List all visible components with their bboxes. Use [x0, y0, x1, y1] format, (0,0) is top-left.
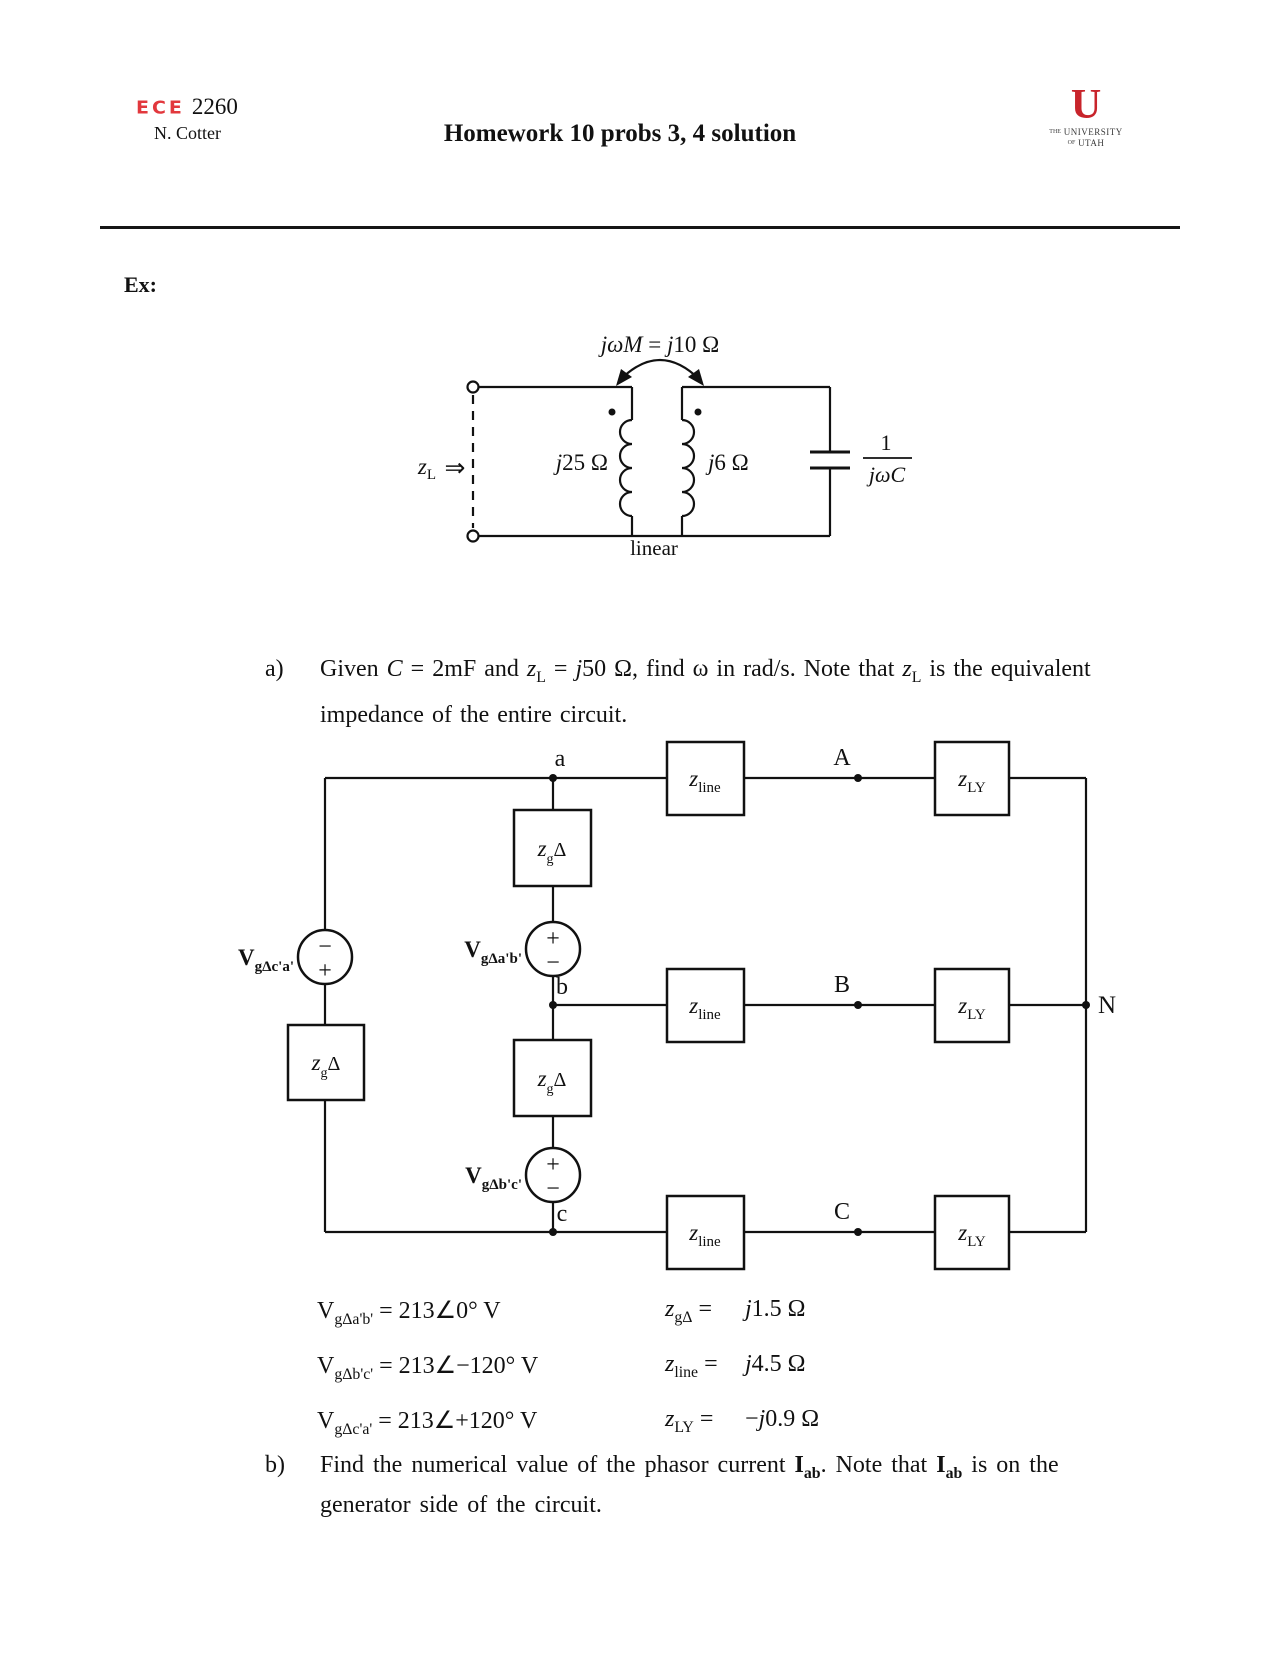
zgdelta-label-left: zgΔ [311, 1050, 341, 1081]
capacitor-impedance-numerator: 1 [881, 430, 892, 455]
part-b-label: b) [265, 1452, 285, 1478]
right-inductor-coil [681, 418, 696, 518]
voltage-equation-bc: VgΔb'c' = 213∠−120° V [317, 1353, 539, 1383]
zline-box-phase-c [665, 1194, 746, 1271]
arc-arrowhead-right [688, 369, 704, 386]
node-label-B: B [834, 972, 850, 998]
zly-label-a: zLY [957, 766, 986, 796]
zgdelta-box-left [286, 1023, 366, 1102]
impedance-arrow-icon: ⇒ [445, 455, 466, 482]
equivalent-impedance-label: zL [417, 454, 436, 483]
voltage-source-ca [296, 928, 354, 986]
source-label-ca: VgΔc'a' [238, 945, 294, 975]
source-label-bc: VgΔb'c' [465, 1163, 522, 1193]
course-header: ECE 2260 N. Cotter [136, 94, 238, 144]
zgdelta-box-mid-bottom [512, 1038, 593, 1118]
voltage-equation-ab: VgΔa'b' = 213∠0° V [317, 1298, 501, 1328]
zline-box-phase-b [665, 967, 746, 1044]
node-label-b: b [556, 974, 568, 1000]
circuit-wires [323, 776, 1088, 1234]
node-label-A: A [833, 745, 851, 771]
impedance-equation-zline: zline =j4.5 Ω [665, 1351, 806, 1381]
zly-box-phase-c [933, 1194, 1011, 1271]
plus-sign-source-ca: + [318, 958, 332, 984]
node-label-c: c [557, 1201, 568, 1227]
node-dot-c [549, 1228, 557, 1236]
capacitor-plates [810, 450, 850, 470]
impedance-equation-zly: zLY =−j0.9 Ω [665, 1406, 820, 1436]
node-dot-b [549, 1001, 557, 1009]
node-label-N: N [1098, 992, 1116, 1019]
arc-arrowhead-left [616, 369, 632, 386]
left-polarity-dot [608, 408, 616, 416]
zline-label-c: zline [688, 1220, 721, 1250]
minus-sign-source-ab: − [546, 950, 560, 976]
page-title: Homework 10 probs 3, 4 solution [443, 120, 797, 147]
right-polarity-dot [694, 408, 702, 416]
mutual-impedance-label: jωM = j10 Ω [598, 332, 720, 357]
zly-box-phase-a [933, 740, 1011, 817]
voltage-source-ab [524, 920, 582, 978]
zline-label-b: zline [688, 993, 721, 1023]
node-dot-A [854, 774, 862, 782]
minus-sign-source-bc: − [546, 1176, 560, 1202]
part-a-text: a) Given C = 2mF and zL = j50 Ω, find ω … [265, 646, 1115, 738]
voltage-source-bc [524, 1146, 582, 1204]
zgdelta-box-mid-top [512, 808, 593, 888]
university-logo-line1: THE UNIVERSITY [1049, 126, 1123, 137]
impedance-equation-zgdelta: zgΔ =j1.5 Ω [665, 1296, 806, 1326]
source-label-ab: VgΔa'b' [464, 937, 522, 967]
zly-label-b: zLY [957, 993, 986, 1023]
zly-label-c: zLY [957, 1220, 986, 1250]
circuit-marks [608, 369, 704, 416]
zgdelta-label-mid-top: zgΔ [537, 836, 567, 867]
three-phase-circuit-figure: a A b B N c C zline zline zline zLY zLY … [238, 740, 1116, 1271]
zgdelta-label-mid-bottom: zgΔ [537, 1066, 567, 1097]
author-name: N. Cotter [154, 123, 221, 143]
mutual-coupling-arc [619, 359, 701, 381]
node-dot-a [549, 774, 557, 782]
university-logo-line2: OF UTAH [1067, 137, 1105, 148]
zline-label-a: zline [688, 766, 721, 796]
ece-dept-logo: ECE [136, 97, 185, 119]
node-dot-B [854, 1001, 862, 1009]
node-dot-C [854, 1228, 862, 1236]
left-coil-impedance-label: j25 Ω [553, 450, 608, 475]
plus-sign-source-bc: + [546, 1152, 560, 1178]
impedance-boxes [286, 740, 1011, 1271]
node-label-a: a [555, 746, 566, 772]
top-terminal [466, 380, 480, 394]
transformer-circuit-figure: jωM = j10 Ω zL ⇒ j25 Ω j6 Ω 1 jωC linear [417, 332, 912, 560]
node-dots [549, 774, 1090, 1236]
voltage-equation-ca: VgΔc'a' = 213∠+120° V [317, 1408, 538, 1438]
right-coil-impedance-label: j6 Ω [705, 450, 749, 475]
example-label: Ex: [124, 272, 157, 297]
part-a-label: a) [265, 656, 284, 682]
node-dot-N [1082, 1001, 1090, 1009]
zline-box-phase-a [665, 740, 746, 817]
capacitor-impedance-denominator: jωC [866, 462, 906, 487]
plus-sign-source-ab: + [546, 926, 560, 952]
university-logo: U THE UNIVERSITY OF UTAH [1030, 82, 1142, 148]
u-logo-mark: U [1070, 82, 1102, 128]
zly-box-phase-b [933, 967, 1011, 1044]
left-inductor-coil [618, 418, 633, 518]
course-number: 2260 [191, 94, 238, 119]
node-label-C: C [834, 1199, 850, 1225]
minus-sign-source-ca: − [318, 934, 332, 960]
header-divider [100, 226, 1180, 229]
transformer-caption: linear [630, 536, 678, 560]
bottom-terminal [466, 529, 480, 543]
circuit-wires [466, 359, 850, 543]
part-b-text: b) Find the numerical value of the phaso… [265, 1445, 1125, 1525]
